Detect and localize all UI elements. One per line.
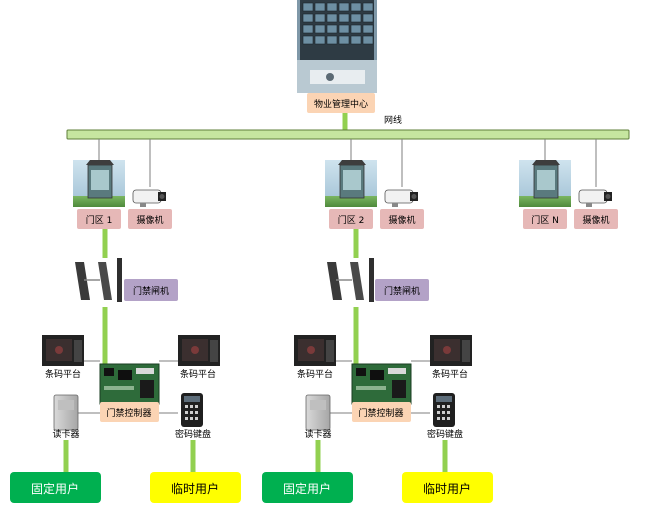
zone-1: 门区 1 摄像机 门禁闸机 条码平台 条码平台 [10,160,241,503]
controller-wiring [330,360,430,414]
network-label: 网线 [384,114,402,126]
turnstile-label: 门禁闸机 [384,285,420,297]
camera-label: 摄像机 [388,214,415,226]
barcode-scanner-image [294,335,336,366]
camera-image [131,187,171,207]
turnstile-image [327,258,374,302]
camera-image [577,187,617,207]
gate-booth-image [325,160,377,207]
camera-label: 摄像机 [582,214,609,226]
temp-user-label: 临时用户 [171,481,219,496]
camera-label: 摄像机 [136,214,163,226]
reader-label: 读卡器 [52,428,79,440]
barcode-scanner-image [430,335,472,366]
bus-drops [98,139,597,187]
keypad-image [433,393,455,427]
gate-booth-image [519,160,571,207]
gate-booth-image [73,160,125,207]
barcode-right-label: 条码平台 [180,368,216,380]
keypad-label: 密码键盘 [175,428,211,440]
network-bus: 网线 [66,114,630,140]
controller-wiring [78,360,178,414]
gate-label: 门区 1 [86,214,113,226]
controller-label: 门禁控制器 [106,407,151,419]
gate-label: 门区 N [531,214,559,226]
controller-board-image [99,363,160,405]
zone-n: 门区 N 摄像机 [519,160,618,229]
barcode-left-label: 条码平台 [45,368,81,380]
temp-user-label: 临时用户 [423,481,471,496]
barcode-scanner-image [42,335,84,366]
center-label: 物业管理中心 [314,98,368,110]
control-center: 物业管理中心 [297,0,377,113]
turnstile-label: 门禁闸机 [133,285,169,297]
barcode-right-label: 条码平台 [432,368,468,380]
zone-2: 门区 2 摄像机 门禁闸机 条码平台 条码平台 [262,160,493,503]
camera-image [383,187,423,207]
fixed-user-label: 固定用户 [31,481,79,496]
barcode-left-label: 条码平台 [297,368,333,380]
fixed-user-label: 固定用户 [283,481,331,496]
controller-board-image [351,363,412,405]
gate-label: 门区 2 [338,214,365,226]
card-reader-image [53,394,79,431]
keypad-image [181,393,203,427]
turnstile-image [75,258,122,302]
controller-label: 门禁控制器 [358,407,403,419]
card-reader-image [305,394,331,431]
reader-label: 读卡器 [304,428,331,440]
control-room-image [297,0,377,93]
keypad-label: 密码键盘 [427,428,463,440]
barcode-scanner-image [178,335,220,366]
